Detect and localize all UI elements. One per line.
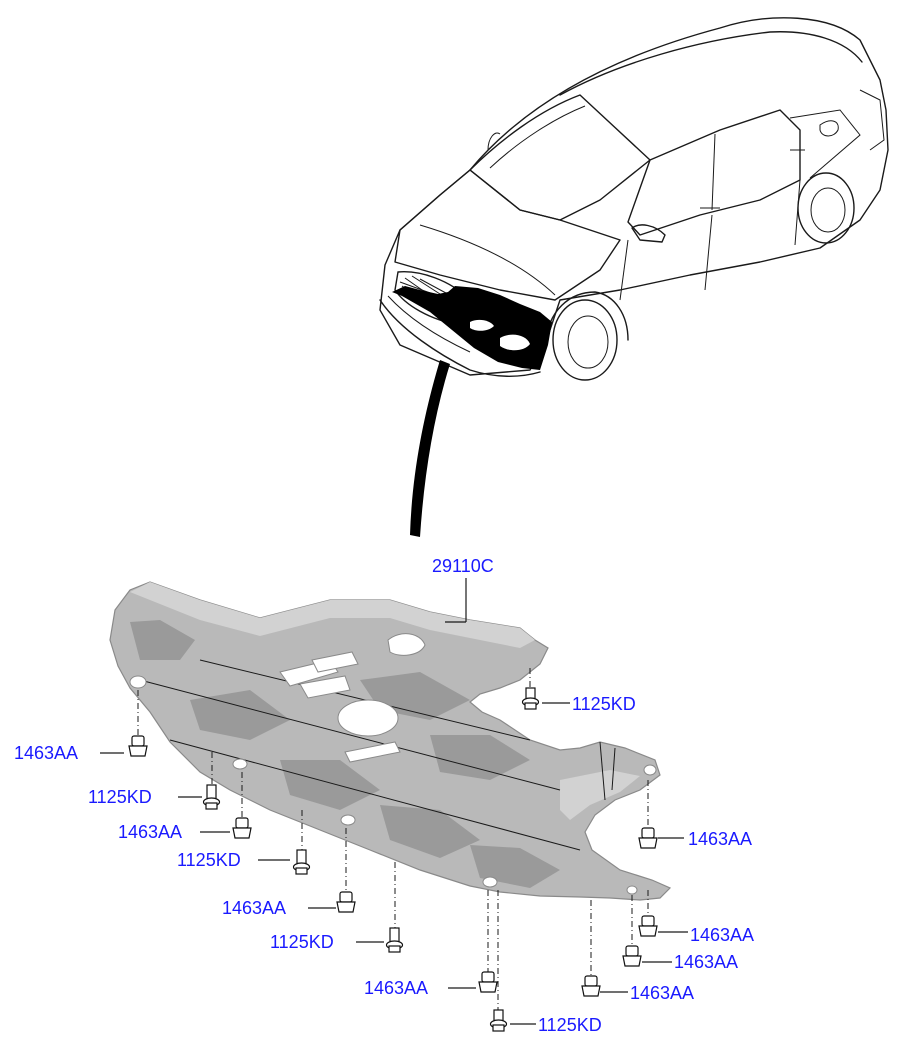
fastener-label[interactable]: 1463AA [688,829,752,849]
car-illustration [379,17,889,381]
bolt-fastener [521,687,540,710]
fastener-label[interactable]: 1125KD [177,850,241,870]
bolt-fastener [202,784,221,810]
engine-undercover-panel [109,581,672,901]
fastener-label[interactable]: 1463AA [14,743,78,763]
fasteners [128,687,658,1032]
part-labels: 29110C 1125KD 1463AA 1125KD 1463AA 1125K… [14,556,754,1035]
clip-fastener [581,975,601,997]
clip-fastener [478,971,498,993]
bolt-fastener [385,927,404,953]
clip-fastener [336,891,356,913]
fastener-label[interactable]: 1463AA [364,978,428,998]
clip-fastener [232,817,252,839]
clip-fastener [638,827,658,849]
fastener-label[interactable]: 1463AA [690,925,754,945]
clip-fastener [622,945,642,967]
fastener-label[interactable]: 1125KD [538,1015,602,1035]
fastener-label[interactable]: 1125KD [270,932,334,952]
bolt-fastener [292,849,311,875]
leader-lines [100,578,688,1025]
fastener-label[interactable]: 1463AA [674,952,738,972]
bolt-fastener [489,1009,508,1032]
fastener-label[interactable]: 1463AA [222,898,286,918]
fastener-label[interactable]: 1125KD [572,694,636,714]
callout-arrow [410,360,450,537]
clip-fastener [128,735,148,757]
clip-fastener [638,915,658,937]
fastener-label[interactable]: 1463AA [118,822,182,842]
fastener-label[interactable]: 1125KD [88,787,152,807]
fastener-label[interactable]: 1463AA [630,983,694,1003]
main-part-label[interactable]: 29110C [432,556,494,576]
